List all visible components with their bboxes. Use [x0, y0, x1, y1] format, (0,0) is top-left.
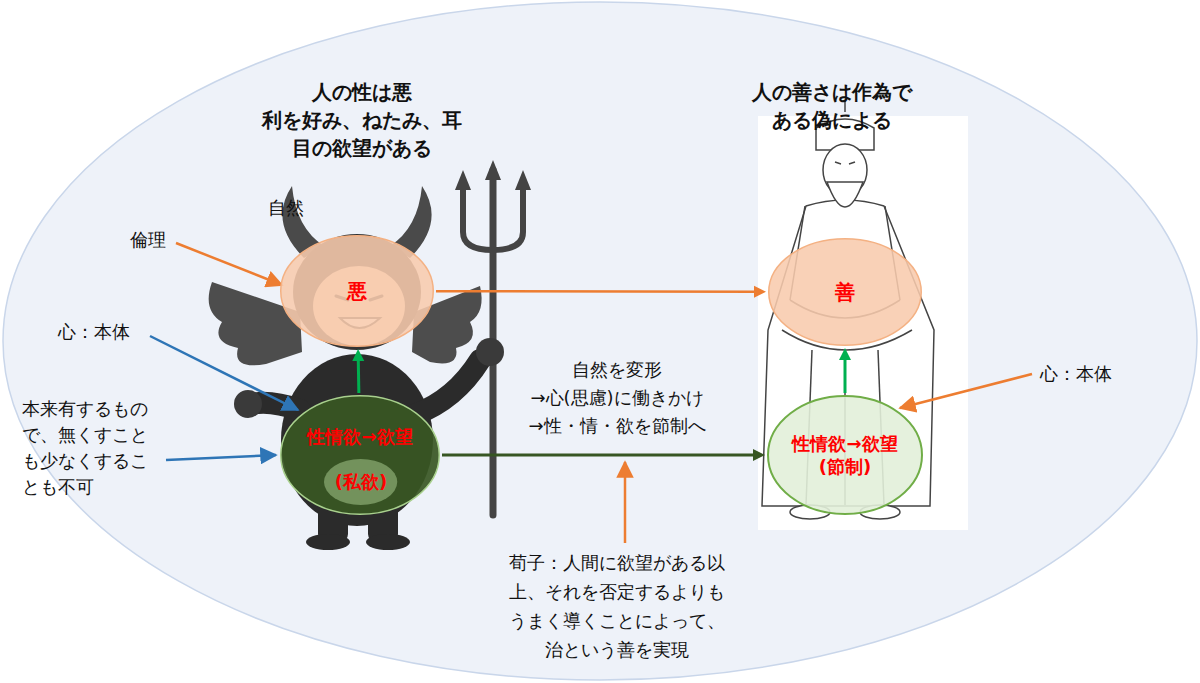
text-label: 荀子：人間に欲望がある以 上、それを否定するよりも うまく導くことによって、 治…: [467, 548, 767, 664]
leader-arrow: [900, 374, 1032, 408]
arrow-head: [839, 348, 851, 360]
edge-label: 自然を変形 →心(思慮)に働きかけ →性・情・欲を節制へ: [447, 356, 787, 440]
text-line: 自然: [268, 196, 304, 220]
arrow-head: [754, 286, 766, 298]
text-label: 心：本体: [58, 320, 158, 344]
connector-line: [436, 290, 755, 293]
ellipse-outline: [281, 236, 434, 347]
text-line: 利を好み、ねたみ、耳: [262, 106, 462, 134]
connector-line: [844, 359, 847, 393]
connector-line: [442, 454, 754, 457]
node-text: 善: [835, 279, 855, 305]
text-label: 心：本体: [1040, 362, 1150, 386]
xunzi-figure: [758, 100, 968, 530]
connector-arrow: [436, 286, 766, 298]
text-line: 目の欲望がある: [292, 134, 432, 162]
text-line: 心：本体: [1040, 362, 1112, 386]
text-line: 善: [835, 279, 855, 305]
ellipse-node: (私欲): [324, 459, 397, 505]
arrow-head: [753, 449, 765, 461]
text-line: 自然を変形: [572, 356, 662, 384]
text-line: とも不可: [22, 474, 94, 500]
text-line: →性・情・欲を節制へ: [528, 412, 705, 440]
text-line: も少なくするこ: [22, 448, 148, 474]
node-text: (私欲): [335, 470, 387, 493]
ellipse-outline: [324, 459, 397, 505]
text-line: うまく導くことによって、: [509, 606, 725, 635]
leader-arrow: [150, 336, 298, 410]
ellipse-node: 性情欲→欲望 (節制): [767, 395, 923, 515]
text-line: 上、それを否定するよりも: [509, 577, 725, 606]
text-line: で、無くすこと: [22, 422, 148, 448]
ellipse-node: 悪: [280, 235, 434, 347]
text-line: 治という善を実現: [545, 635, 689, 664]
text-label: 人の善さは作為で ある偽による: [702, 78, 962, 134]
text-line: 心：本体: [58, 320, 130, 344]
text-line: (節制): [792, 455, 897, 478]
text-line: 性情欲→欲望: [792, 432, 897, 455]
leader-arrow: [176, 243, 282, 285]
text-label: 倫理: [130, 228, 190, 252]
connector-arrow: [839, 348, 851, 393]
ellipse-shape: [767, 395, 923, 515]
ellipse-node: 善: [768, 238, 922, 346]
text-line: →心(思慮)に働きかけ: [530, 384, 703, 412]
devil-figure: [209, 186, 482, 550]
node-text: 性情欲→欲望 (節制): [792, 432, 897, 479]
leader-arrow: [624, 462, 627, 543]
text-label: 自然: [268, 196, 328, 220]
trident: [455, 160, 531, 515]
text-label: 人の性は悪 利を好み、ねたみ、耳 目の欲望がある: [222, 78, 502, 162]
connector-arrow: [352, 349, 364, 393]
ellipse-node: 性情欲→欲望 (私欲): [280, 395, 440, 515]
ellipse-outline: [281, 396, 440, 515]
text-line: 荀子：人間に欲望がある以: [509, 548, 725, 577]
text-line: 人の性は悪: [312, 78, 412, 106]
connector-arrow: [442, 449, 765, 461]
text-label: 本来有するもの で、無くすこと も少なくするこ とも不可: [22, 396, 172, 500]
node-text: 悪: [347, 278, 367, 304]
text-line: ある偽による: [772, 106, 892, 134]
text-line: 悪: [347, 278, 367, 304]
node-text: 性情欲→欲望: [307, 425, 412, 448]
leader-arrow: [166, 455, 276, 460]
text-line: 人の善さは作為で: [752, 78, 912, 106]
text-line: (私欲): [335, 470, 387, 493]
ellipse-outline: [769, 239, 922, 346]
ellipse-outline: [768, 396, 922, 514]
connector-line: [357, 360, 361, 393]
arrow-head: [352, 349, 364, 361]
background-ellipse: [3, 2, 1197, 680]
text-line: 倫理: [130, 228, 166, 252]
text-line: 本来有するもの: [22, 396, 148, 422]
text-line: 性情欲→欲望: [307, 425, 412, 448]
